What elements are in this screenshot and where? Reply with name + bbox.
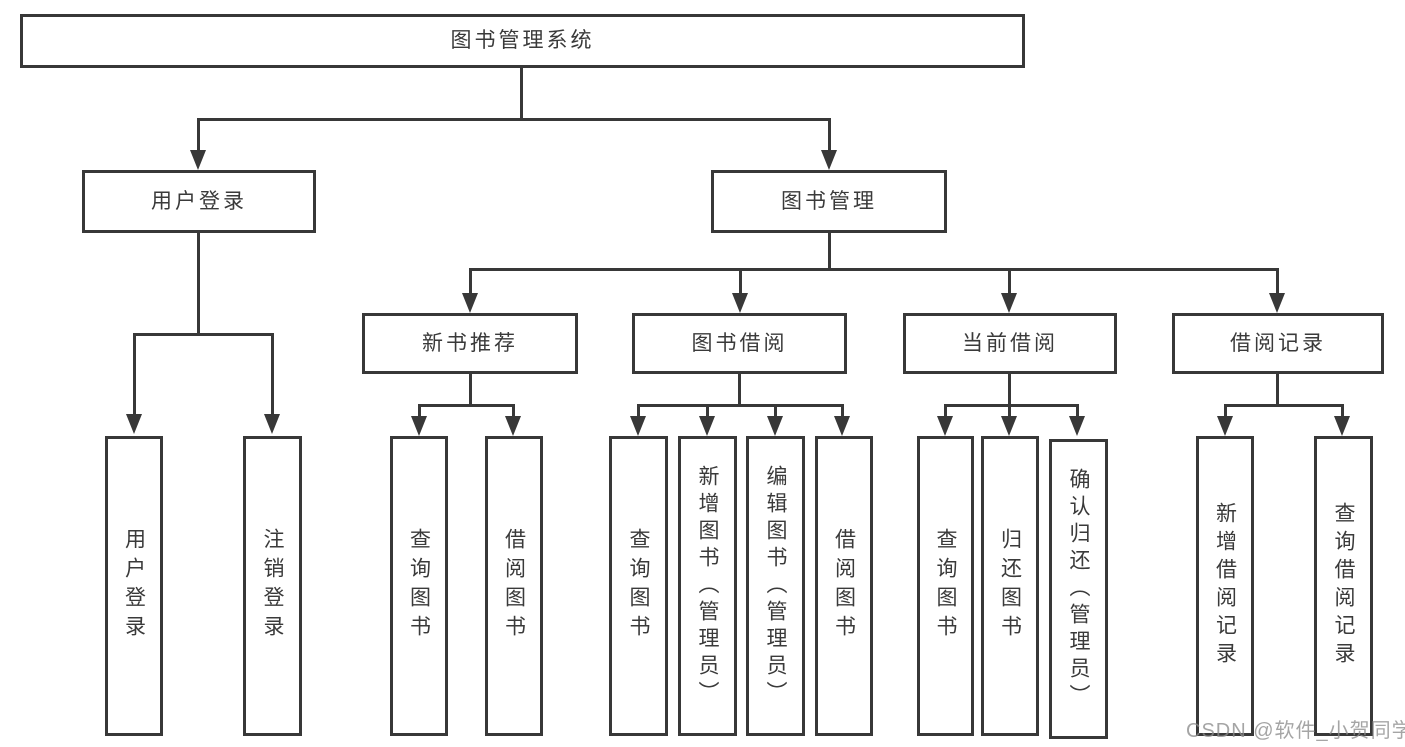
arrowhead-down-icon: [1334, 416, 1350, 436]
connector-line: [1008, 268, 1011, 296]
connector-line: [637, 404, 844, 407]
connector-line: [469, 374, 472, 406]
connector-line: [1276, 268, 1279, 296]
arrowhead-down-icon: [1269, 293, 1285, 313]
leaf-query-books-borrowing: 查询图书: [609, 436, 668, 736]
node-book-borrowing: 图书借阅: [632, 313, 847, 374]
node-label: 新书推荐: [422, 331, 518, 355]
node-label: 图书管理: [781, 189, 877, 213]
connector-line: [828, 118, 831, 152]
arrowhead-down-icon: [834, 416, 850, 436]
connector-line: [133, 333, 274, 336]
connector-line: [469, 268, 1279, 271]
leaf-add-borrow-record: 新增借阅记录: [1196, 436, 1254, 736]
connector-line: [944, 404, 947, 418]
connector-line: [1224, 404, 1344, 407]
connector-line: [1224, 404, 1227, 418]
connector-line: [418, 404, 421, 418]
node-label: 编辑图书（管理员）: [764, 464, 787, 708]
node-label: 查询图书: [934, 528, 957, 644]
node-label: 归还图书: [998, 528, 1022, 644]
node-library-management-system: 图书管理系统: [20, 14, 1025, 68]
connector-line: [1008, 374, 1011, 406]
connector-line: [418, 404, 515, 407]
node-label: 用户登录: [151, 189, 247, 213]
arrowhead-down-icon: [630, 416, 646, 436]
leaf-add-book-admin: 新增图书（管理员）: [678, 436, 737, 736]
node-label: 用户登录: [122, 528, 146, 644]
leaf-confirm-return-admin: 确认归还（管理员）: [1049, 439, 1108, 739]
connector-line: [841, 404, 844, 418]
arrowhead-down-icon: [505, 416, 521, 436]
node-new-book-recommendation: 新书推荐: [362, 313, 578, 374]
connector-line: [197, 118, 200, 152]
node-label: 图书管理系统: [450, 29, 595, 53]
node-label: 新增借阅记录: [1213, 502, 1237, 670]
connector-line: [197, 233, 200, 333]
leaf-return-books: 归还图书: [981, 436, 1039, 736]
arrowhead-down-icon: [1001, 293, 1017, 313]
node-label: 借阅图书: [832, 528, 856, 644]
node-book-management: 图书管理: [711, 170, 947, 233]
node-current-borrowing: 当前借阅: [903, 313, 1117, 374]
connector-line: [520, 68, 523, 120]
arrowhead-down-icon: [1001, 416, 1017, 436]
connector-line: [1276, 374, 1279, 406]
node-label: 借阅记录: [1230, 331, 1326, 355]
arrowhead-down-icon: [767, 416, 783, 436]
node-borrowing-records: 借阅记录: [1172, 313, 1384, 374]
connector-line: [512, 404, 515, 418]
connector-line: [197, 118, 830, 121]
node-label: 查询图书: [407, 528, 431, 644]
connector-line: [1341, 404, 1344, 418]
connector-line: [133, 333, 136, 416]
csdn-watermark: CSDN @软件_小贺同学: [1186, 720, 1405, 742]
arrowhead-down-icon: [190, 150, 206, 170]
node-label: 当前借阅: [962, 331, 1058, 355]
arrowhead-down-icon: [937, 416, 953, 436]
arrowhead-down-icon: [1217, 416, 1233, 436]
leaf-user-login: 用户登录: [105, 436, 163, 736]
node-user-login: 用户登录: [82, 170, 316, 233]
node-label: 查询图书: [627, 528, 650, 644]
leaf-query-books-current: 查询图书: [917, 436, 974, 736]
connector-line: [271, 333, 274, 416]
arrowhead-down-icon: [411, 416, 427, 436]
connector-line: [739, 268, 742, 296]
leaf-borrow-books-borrowing: 借阅图书: [815, 436, 873, 736]
connector-line: [828, 233, 831, 270]
connector-line: [944, 404, 1079, 407]
arrowhead-down-icon: [699, 416, 715, 436]
node-label: 查询借阅记录: [1332, 502, 1355, 670]
connector-line: [706, 404, 709, 418]
arrowhead-down-icon: [264, 414, 280, 434]
arrowhead-down-icon: [1069, 416, 1085, 436]
leaf-edit-book-admin: 编辑图书（管理员）: [746, 436, 805, 736]
arrowhead-down-icon: [821, 150, 837, 170]
node-label: 借阅图书: [502, 528, 526, 644]
node-label: 图书借阅: [691, 331, 788, 355]
leaf-query-borrow-record: 查询借阅记录: [1314, 436, 1373, 736]
leaf-logout: 注销登录: [243, 436, 302, 736]
arrowhead-down-icon: [732, 293, 748, 313]
connector-line: [738, 374, 741, 406]
leaf-query-books-recommend: 查询图书: [390, 436, 448, 736]
arrowhead-down-icon: [126, 414, 142, 434]
connector-line: [1008, 404, 1011, 418]
connector-line: [1076, 404, 1079, 418]
connector-line: [774, 404, 777, 418]
node-label: 新增图书（管理员）: [696, 464, 719, 708]
node-label: 确认归还（管理员）: [1067, 467, 1090, 711]
connector-line: [469, 268, 472, 296]
arrowhead-down-icon: [462, 293, 478, 313]
leaf-borrow-books-recommend: 借阅图书: [485, 436, 543, 736]
node-label: 注销登录: [261, 528, 284, 644]
connector-line: [637, 404, 640, 418]
